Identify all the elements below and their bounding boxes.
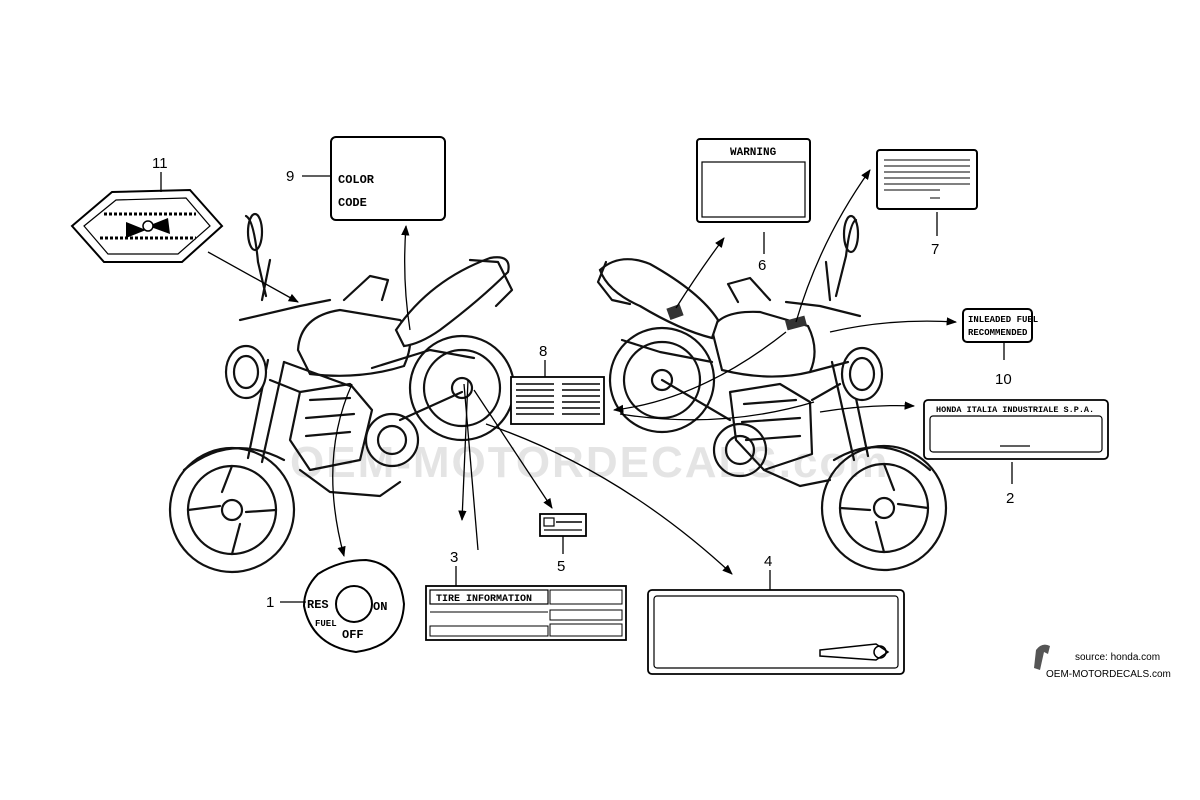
fuel-cap-fuel: FUEL	[315, 619, 337, 629]
callout-3: 3	[450, 549, 458, 566]
color-code-line1: COLOR	[338, 173, 375, 187]
fuel-cap-on: ON	[373, 600, 387, 614]
lined-label-decal	[876, 149, 978, 210]
fuel-cap-res: RES	[307, 598, 329, 612]
source-line1: source: honda.com	[1075, 652, 1160, 663]
source-credit: source: honda.com OEM-MOTORDECALS.com	[1034, 644, 1171, 680]
fuel-cap-off: OFF	[342, 628, 364, 642]
color-code-decal: COLOR CODE	[330, 136, 446, 221]
unleaded-line1: INLEADED FUEL	[968, 315, 1038, 325]
source-line2: OEM-MOTORDECALS.com	[1046, 669, 1171, 680]
warning-decal: WARNING	[696, 138, 811, 223]
callout-10: 10	[995, 371, 1012, 388]
callout-1: 1	[266, 594, 274, 611]
callout-8: 8	[539, 343, 547, 360]
honda-italia-text: HONDA ITALIA INDUSTRIALE S.P.A.	[936, 405, 1094, 415]
unleaded-line2: RECOMMENDED	[968, 328, 1028, 338]
motorcycle-right	[596, 214, 948, 572]
callout-5: 5	[557, 558, 565, 575]
striped-label-decal	[510, 376, 605, 425]
callout-6: 6	[758, 257, 766, 274]
unleaded-fuel-decal: INLEADED FUEL RECOMMENDED	[962, 308, 1038, 343]
fuel-cap-decal: RES ON FUEL OFF	[302, 558, 406, 654]
honda-italia-decal: HONDA ITALIA INDUSTRIALE S.P.A.	[923, 399, 1109, 460]
motorcycle-left	[168, 212, 516, 574]
callout-7: 7	[931, 241, 939, 258]
warning-title: WARNING	[730, 147, 777, 159]
small-label-decal	[539, 513, 587, 537]
diamond-emblem	[70, 188, 224, 263]
callout-11: 11	[152, 155, 168, 172]
large-label-decal	[647, 589, 905, 675]
tire-info-title: TIRE INFORMATION	[436, 594, 532, 605]
tire-info-decal: TIRE INFORMATION	[425, 585, 627, 641]
callout-9: 9	[286, 168, 294, 185]
color-code-line2: CODE	[338, 196, 367, 210]
callout-2: 2	[1006, 490, 1014, 507]
callout-4: 4	[764, 553, 772, 570]
horse-logo-icon	[1034, 644, 1050, 670]
